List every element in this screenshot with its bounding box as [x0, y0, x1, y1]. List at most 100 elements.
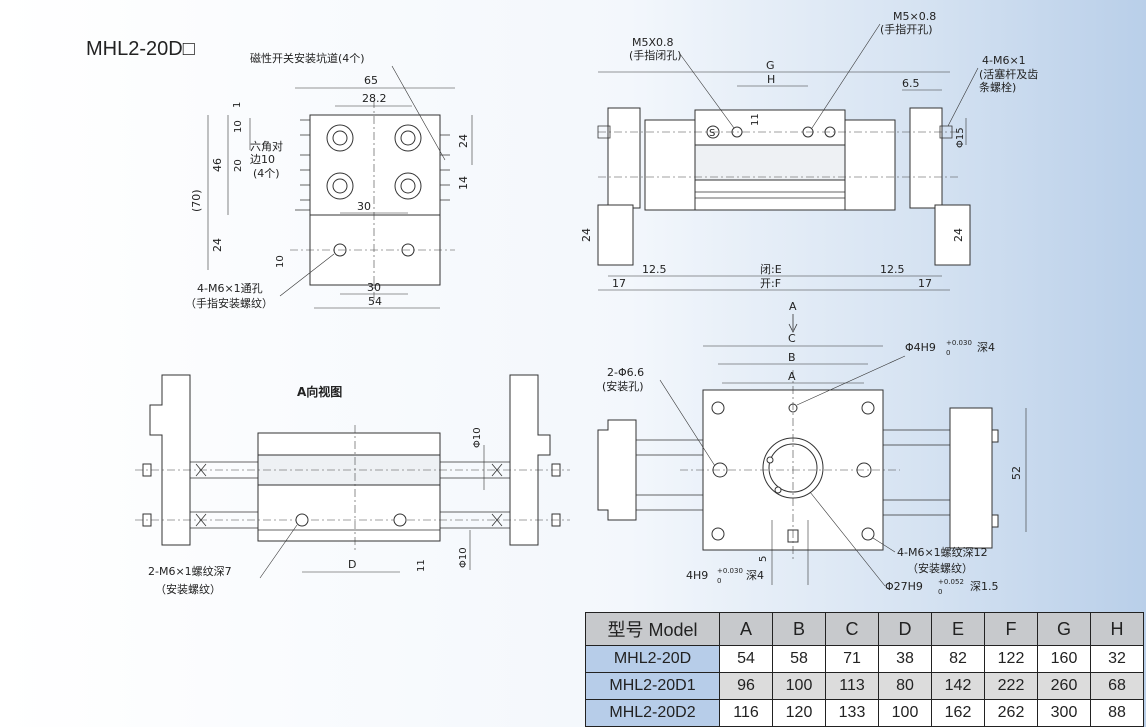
table-cell: 300	[1037, 699, 1091, 727]
h9-top-depth: 深4	[977, 341, 995, 354]
table-row: MHL2-20D 54 58 71 38 82 122 160 32	[585, 645, 1144, 673]
m6-rod-label-1: 4-M6×1	[982, 54, 1026, 67]
h9-bottom-tol0: 0	[717, 577, 721, 585]
table-cell: MHL2-20D	[585, 645, 720, 673]
table-cell: 120	[772, 699, 826, 727]
dim-phi10-b: Φ10	[458, 547, 469, 568]
dim-52: 52	[1010, 466, 1023, 480]
phi27-depth: 深1.5	[970, 580, 999, 593]
table-cell: 68	[1090, 672, 1144, 700]
mount-hole-callout-1: 2-Φ6.6	[607, 366, 644, 379]
spec-table: 型号 Model A B C D E F G H MHL2-20D 54 58 …	[585, 612, 1144, 727]
s-mark: S	[709, 128, 715, 139]
h9-bottom-tol: +0.030	[717, 567, 743, 575]
bottom-left-view: A向视图 Φ10 Φ10 D 11 2-M6×1螺纹深7 （安装螺纹）	[135, 374, 570, 596]
table-cell: 58	[772, 645, 826, 673]
tr-right-jaw	[909, 107, 943, 209]
dim-D: D	[348, 558, 356, 571]
table-cell: 162	[931, 699, 985, 727]
phi27-tol0: 0	[938, 588, 942, 596]
dim-28-2: 28.2	[362, 92, 387, 105]
spec-header-row: 型号 Model A B C D E F G H	[585, 612, 1144, 646]
dim-12-5-right: 12.5	[880, 263, 905, 276]
dim-5: 5	[758, 556, 769, 562]
table-cell: 142	[931, 672, 985, 700]
spec-header-model: 型号 Model	[585, 612, 720, 646]
table-cell: 100	[772, 672, 826, 700]
table-row: MHL2-20D2 116 120 133 100 162 262 300 88	[585, 699, 1144, 727]
top-right-view: S G H 11 6.5 Φ15 24 24 12.5 12.5 闭:E 17 …	[580, 10, 1038, 291]
dim-C: C	[788, 332, 796, 345]
table-cell: 96	[719, 672, 773, 700]
table-cell: 38	[878, 645, 932, 673]
table-cell: 88	[1090, 699, 1144, 727]
thru-hole-callout-sub: （手指安装螺纹）	[185, 296, 273, 310]
dim-20: 20	[233, 159, 244, 172]
phi27-label: Φ27H9	[885, 580, 923, 593]
hex-label-2: 边10	[250, 153, 275, 166]
tr-left-jaw	[607, 107, 641, 209]
table-cell: 80	[878, 672, 932, 700]
hex-label-1: 六角对	[250, 139, 283, 153]
dim-11: 11	[750, 113, 761, 126]
bl-right-jaw	[509, 374, 551, 546]
dim-24: 24	[211, 238, 224, 252]
table-cell: 82	[931, 645, 985, 673]
dim-14: 14	[457, 176, 470, 190]
table-cell: 100	[878, 699, 932, 727]
dim-17-right: 17	[918, 277, 932, 290]
dim-A: A	[788, 370, 796, 383]
model-title: MHL2-20D□	[86, 38, 195, 60]
dim-24-right: 24	[952, 228, 965, 242]
dim-17-left: 17	[612, 277, 626, 290]
mount-hole-callout-2: (安装孔)	[602, 379, 644, 393]
arrow-a-label: A	[789, 300, 797, 313]
table-cell: 122	[984, 645, 1038, 673]
m6-rod-label-2: (活塞杆及齿	[979, 67, 1038, 81]
h9-bottom-label: 4H9	[686, 569, 708, 582]
table-cell: 133	[825, 699, 879, 727]
spec-header-B: B	[772, 612, 826, 646]
dim-G: G	[766, 59, 775, 72]
bottom-right-view: A C B A 52 5 2-Φ6.6 (安装孔) Φ4H9	[597, 300, 1027, 596]
m5-close-label: M5X0.8	[632, 36, 674, 49]
bl-left-jaw	[149, 374, 191, 546]
table-cell: 54	[719, 645, 773, 673]
dim-H: H	[767, 73, 775, 86]
dim-6-5: 6.5	[902, 77, 920, 90]
top-left-view: 65 28.2 1 10 20 46 (70) 24 24 14 30 10 3…	[185, 51, 473, 310]
dim-10-b: 10	[275, 255, 286, 268]
dim-10: 10	[233, 120, 244, 133]
thru-hole-callout: 4-M6×1通孔	[197, 282, 263, 295]
dim-11: 11	[416, 559, 427, 572]
dim-54: 54	[368, 295, 382, 308]
spec-header-C: C	[825, 612, 879, 646]
table-cell: 32	[1090, 645, 1144, 673]
dim-46: 46	[211, 158, 224, 172]
bl-cylinder	[257, 432, 441, 542]
dim-close-E: 闭:E	[760, 263, 782, 276]
spec-header-F: F	[984, 612, 1038, 646]
m6-mount-callout: 2-M6×1螺纹深7	[148, 564, 232, 578]
m6-rod-label-3: 条螺栓)	[979, 80, 1016, 94]
dim-30-b: 30	[367, 281, 381, 294]
h9-top-label: Φ4H9	[905, 341, 936, 354]
spec-header-H: H	[1090, 612, 1144, 646]
dim-24-right: 24	[457, 134, 470, 148]
spec-header-G: G	[1037, 612, 1091, 646]
dim-phi15: Φ15	[955, 127, 966, 148]
a-view-title: A向视图	[297, 384, 342, 399]
dim-30: 30	[357, 200, 371, 213]
m5-close-sub: (手指闭孔)	[629, 48, 682, 62]
m6-thread-callout: 4-M6×1螺纹深12	[897, 545, 988, 559]
table-cell: MHL2-20D2	[585, 699, 720, 727]
br-left-jaw	[597, 419, 637, 521]
table-cell: MHL2-20D1	[585, 672, 720, 700]
phi27-tol: +0.052	[938, 578, 964, 586]
spec-header-E: E	[931, 612, 985, 646]
dim-phi10-a: Φ10	[472, 427, 483, 448]
dim-B: B	[788, 351, 796, 364]
br-right-jaw	[949, 407, 993, 549]
table-cell: 71	[825, 645, 879, 673]
table-cell: 116	[719, 699, 773, 727]
